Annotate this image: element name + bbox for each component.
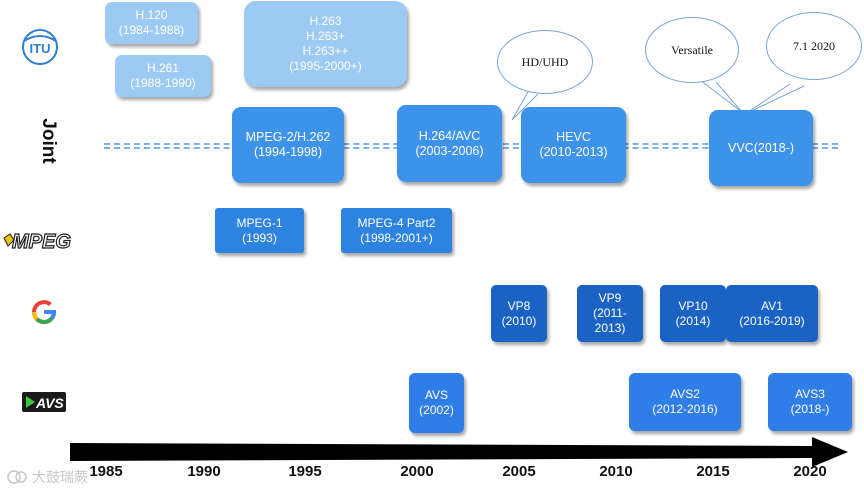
- codec-box-vp9: VP9 (2011- 2013): [577, 285, 643, 342]
- year-label-2015: 2015: [696, 463, 730, 480]
- codec-box-vvc: VVC(2018-): [709, 110, 813, 186]
- codec-name: MPEG-1: [236, 215, 283, 230]
- watermark-icon: [7, 470, 27, 484]
- codec-years: (2018-): [790, 402, 830, 416]
- callout-7-1-2020: 7.1 2020: [766, 12, 862, 80]
- mpeg-logo: MPEG: [2, 226, 88, 254]
- year-label-1985: 1985: [89, 463, 123, 480]
- year-label-2020: 2020: [793, 463, 827, 480]
- codec-name: H.261: [146, 61, 180, 75]
- codec-name: H.263+: [305, 29, 346, 43]
- codec-box-avs: AVS (2002): [409, 373, 464, 433]
- codec-box-h264-avc: H.264/AVC (2003-2006): [397, 105, 502, 182]
- year-label-1995: 1995: [288, 463, 322, 480]
- codec-name: H.263: [309, 14, 342, 28]
- codec-years: (1993): [242, 230, 277, 245]
- watermark-text: 大鼓瑞蕨: [32, 470, 88, 486]
- codec-box-h120: H.120 (1984-1988): [105, 2, 198, 44]
- year-label-2000: 2000: [400, 463, 434, 480]
- avs-logo-text: AVS: [35, 395, 64, 411]
- year-label-1990: 1990: [187, 463, 221, 480]
- codec-name: H.264/AVC: [418, 128, 481, 143]
- codec-box-mpeg4-part2: MPEG-4 Part2 (1998-2001+): [341, 208, 452, 253]
- codec-box-h261: H.261 (1988-1990): [115, 55, 211, 97]
- codec-name: VP10: [678, 298, 708, 313]
- codec-years: (1994-1998): [253, 145, 323, 159]
- codec-box-av1: AV1 (2016-2019): [726, 285, 818, 342]
- codec-box-avs3: AVS3 (2018-): [768, 373, 852, 431]
- callout-text: HD/UHD: [521, 54, 569, 69]
- codec-years: (2011-: [593, 306, 627, 320]
- callout-hd-uhd: HD/UHD: [497, 30, 593, 94]
- codec-name: MPEG-2/H.262: [245, 130, 331, 144]
- watermark: 大鼓瑞蕨: [6, 467, 88, 487]
- codec-years: (2003-2006): [415, 143, 484, 158]
- codec-years: (2010-2013): [539, 145, 608, 159]
- codec-name: VP8: [507, 298, 531, 313]
- codec-name: H.120: [135, 8, 168, 22]
- callout-text: Versatile: [671, 42, 713, 57]
- codec-years: (1995-2000+): [289, 59, 362, 73]
- year-label-2010: 2010: [599, 463, 633, 480]
- codec-years: (2016-2019): [739, 313, 805, 328]
- codec-name: AVS: [424, 388, 449, 402]
- codec-box-mpeg2-h262: MPEG-2/H.262 (1994-1998): [232, 107, 344, 183]
- codec-years: (2012-2016): [652, 402, 718, 416]
- callout-text: 7.1 2020: [793, 38, 835, 53]
- codec-years: (1984-1988): [118, 23, 185, 37]
- codec-name: VVC(2018-): [728, 140, 794, 155]
- codec-name: MPEG-4 Part2: [357, 215, 436, 230]
- codec-years: (1998-2001+): [360, 230, 433, 245]
- google-logo: G: [30, 298, 58, 326]
- codec-years: (2010): [501, 313, 537, 328]
- codec-name: AVS3: [795, 387, 825, 401]
- codec-box-vp10: VP10 (2014): [660, 285, 726, 342]
- codec-name: HEVC: [556, 130, 591, 144]
- codec-name: VP9: [598, 291, 622, 305]
- mpeg-logo-text: MPEG: [12, 231, 71, 253]
- codec-box-hevc: HEVC (2010-2013): [521, 107, 626, 183]
- codec-years: 2013): [594, 321, 626, 335]
- codec-box-avs2: AVS2 (2012-2016): [629, 373, 741, 431]
- codec-box-vp8: VP8 (2010): [491, 285, 547, 342]
- itu-logo-text: ITU: [30, 41, 51, 56]
- codec-years: (2014): [675, 313, 711, 328]
- codec-name: H.263++: [302, 44, 349, 58]
- callout-versatile: Versatile: [645, 17, 739, 83]
- codec-years: (2002): [419, 403, 454, 417]
- codec-name: AV1: [761, 298, 783, 313]
- codec-years: (1988-1990): [130, 76, 196, 90]
- codec-box-h263: H.263 H.263+ H.263++ (1995-2000+): [244, 1, 407, 87]
- year-label-2005: 2005: [502, 463, 536, 480]
- codec-box-mpeg1: MPEG-1 (1993): [215, 208, 304, 253]
- itu-logo: ITU: [20, 27, 60, 67]
- codec-name: AVS2: [670, 387, 700, 401]
- avs-logo: AVS: [21, 391, 67, 413]
